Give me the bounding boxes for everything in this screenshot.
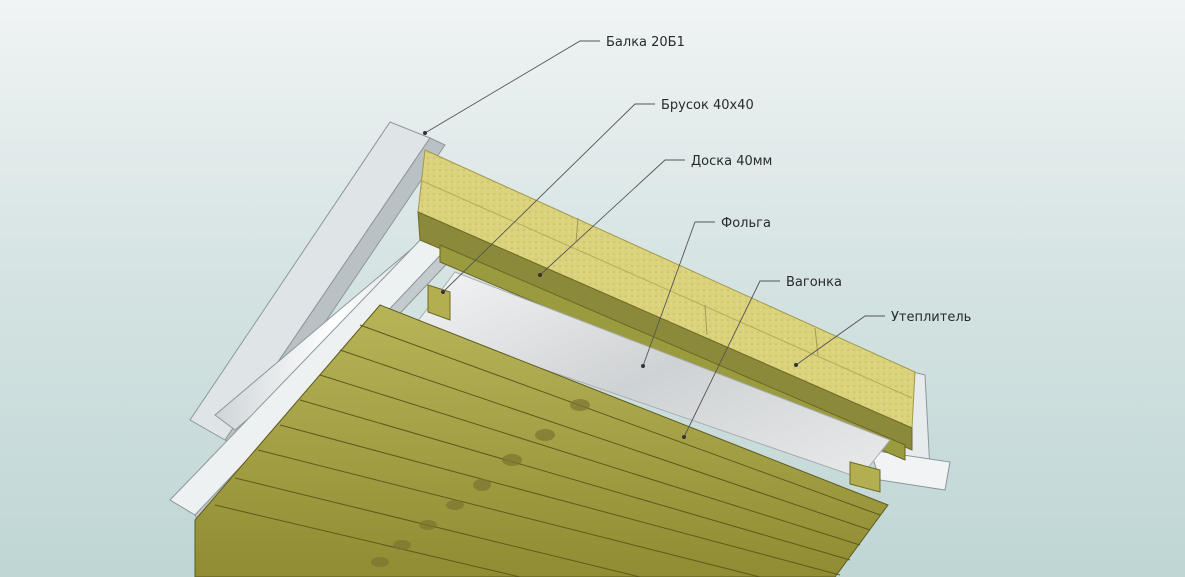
insulation-layer <box>417 149 916 451</box>
label-board: Доска 40мм <box>691 154 772 169</box>
label-foil: Фольга <box>721 216 771 231</box>
wood-bar <box>427 284 881 493</box>
label-insulation: Утеплитель <box>891 310 971 325</box>
label-beam: Балка 20Б1 <box>606 35 685 50</box>
leader-lines <box>423 40 885 439</box>
label-lining: Вагонка <box>786 275 842 290</box>
lining-planks <box>194 304 889 577</box>
wood-knots <box>371 399 590 567</box>
label-bar: Брусок 40х40 <box>661 98 754 113</box>
